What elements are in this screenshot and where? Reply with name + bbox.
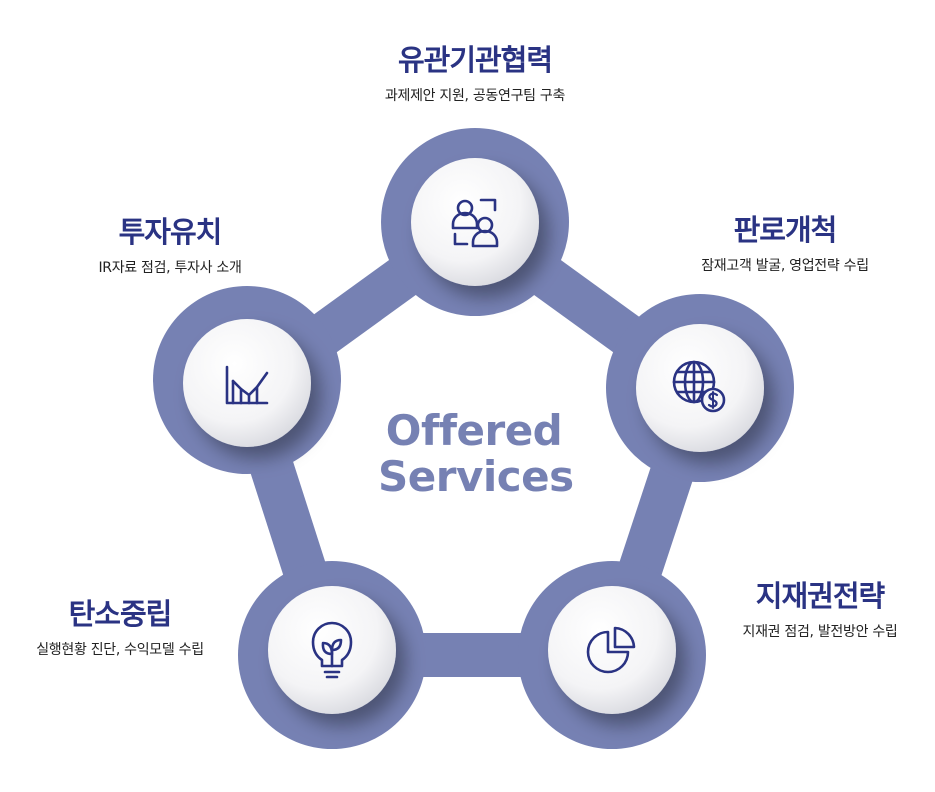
label-top-desc: 과제제안 지원, 공동연구팀 구축	[384, 88, 566, 105]
sphere-left	[183, 319, 311, 447]
center-title: Offered Services	[378, 406, 574, 501]
label-bottom-left-title: 탄소중립	[68, 597, 173, 631]
bar-chart-icon	[225, 365, 269, 405]
node-spheres	[183, 158, 764, 714]
label-right: 판로개척 잠재고객 발굴, 영업전략 수립	[660, 213, 910, 275]
people-icon	[451, 198, 499, 248]
label-left-desc: IR자료 점검, 투자사 소개	[98, 260, 242, 277]
label-right-desc: 잠재고객 발굴, 영업전략 수립	[701, 258, 869, 275]
lightbulb-leaf-icon	[311, 621, 353, 679]
sphere-bottom-right	[548, 586, 676, 714]
label-top-title: 유관기관협력	[397, 43, 553, 77]
label-bottom-right-desc: 지재권 점검, 발전방안 수립	[742, 624, 898, 641]
label-bottom-right-title: 지재권전략	[755, 579, 885, 613]
label-left-title: 투자유치	[118, 215, 223, 249]
label-top: 유관기관협력 과제제안 지원, 공동연구팀 구축	[330, 43, 620, 105]
globe-dollar-icon	[672, 360, 726, 413]
label-bottom-left-desc: 실행현황 진단, 수익모델 수립	[36, 642, 204, 659]
sphere-right	[636, 324, 764, 452]
center-title-line2: Services	[378, 452, 574, 501]
pie-chart-icon	[586, 626, 636, 674]
label-bottom-right: 지재권전략 지재권 점검, 발전방안 수립	[710, 579, 930, 641]
label-left: 투자유치 IR자료 점검, 투자사 소개	[70, 215, 270, 277]
sphere-top	[411, 158, 539, 286]
label-bottom-left: 탄소중립 실행현황 진단, 수익모델 수립	[10, 597, 230, 659]
center-title-line1: Offered	[385, 406, 563, 455]
label-right-title: 판로개척	[733, 213, 838, 247]
